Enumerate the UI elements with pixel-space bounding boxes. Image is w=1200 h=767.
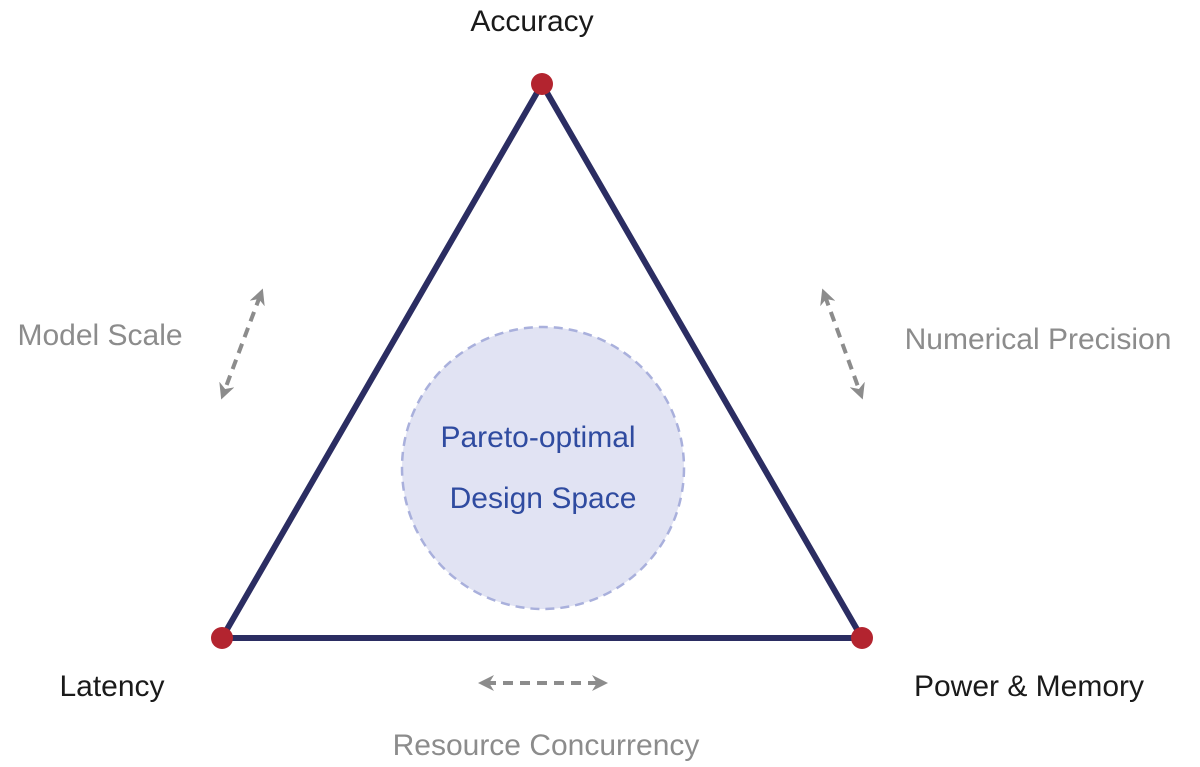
vertex-dot-accuracy [531,73,553,95]
vertex-label-power-memory: Power & Memory [914,670,1144,703]
tradeoff-label-model-scale: Model Scale [17,319,182,352]
vertex-label-latency: Latency [59,670,164,703]
center-label-line1: Pareto-optimal [440,421,635,454]
numerical-precision-arrow [820,288,865,400]
tradeoff-triangle [219,81,865,641]
center-label-line2: Design Space [450,482,637,515]
model-scale-arrow [219,288,265,400]
vertex-label-accuracy: Accuracy [470,5,593,38]
vertex-dot-latency [211,627,233,649]
tradeoff-label-resource-concurrency: Resource Concurrency [393,729,700,762]
tradeoff-label-numerical-precision: Numerical Precision [905,323,1172,356]
vertex-dot-power-memory [851,627,873,649]
pareto-region [400,325,686,611]
